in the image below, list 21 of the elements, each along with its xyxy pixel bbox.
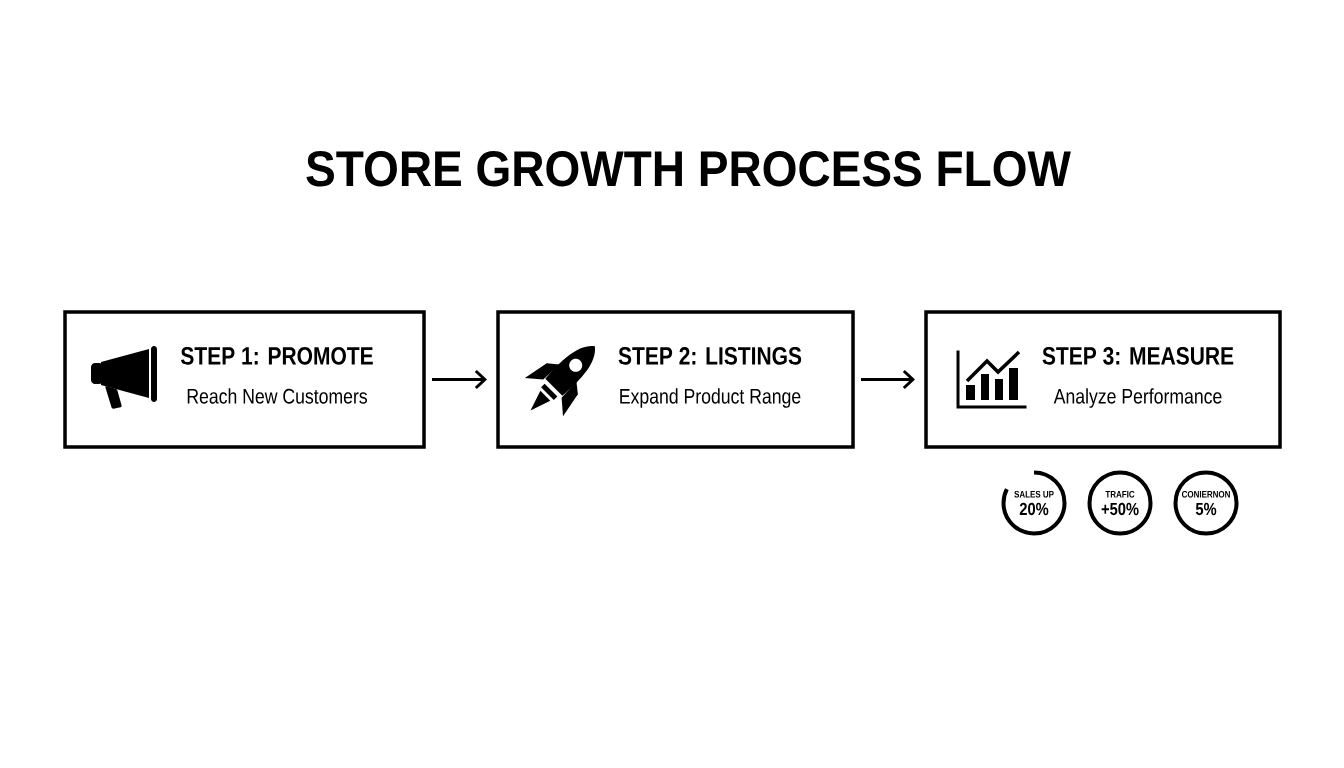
step-description: Analyze Performance [1053,388,1222,408]
title: STORE GROWTH PROCESS FLOW [306,151,1071,187]
stat-value: 20% [1019,502,1049,516]
stat-label: TRAFIC [1105,490,1135,498]
stat-circle [1087,470,1153,536]
stat-circle [1173,470,1239,536]
stat-value: +50% [1101,502,1139,516]
stat-label: SALES UP [1014,490,1054,498]
process-box [63,310,426,449]
step-title: STEP 3: MEASURE [1042,347,1234,365]
stat-label: CONIERNON [1181,490,1230,498]
step-description: Reach New Customers [187,388,367,404]
step-description: Expand Product Range [620,388,801,408]
step-title: STEP 1: PROMOTE [180,347,373,365]
arrow [861,369,915,390]
stat-value: 5% [1195,502,1217,516]
process-box [924,310,1282,449]
step-title: STEP 2: LISTINGS [618,347,802,365]
progress-ring [1001,470,1067,536]
arrow [432,369,487,390]
process-box [496,310,855,449]
